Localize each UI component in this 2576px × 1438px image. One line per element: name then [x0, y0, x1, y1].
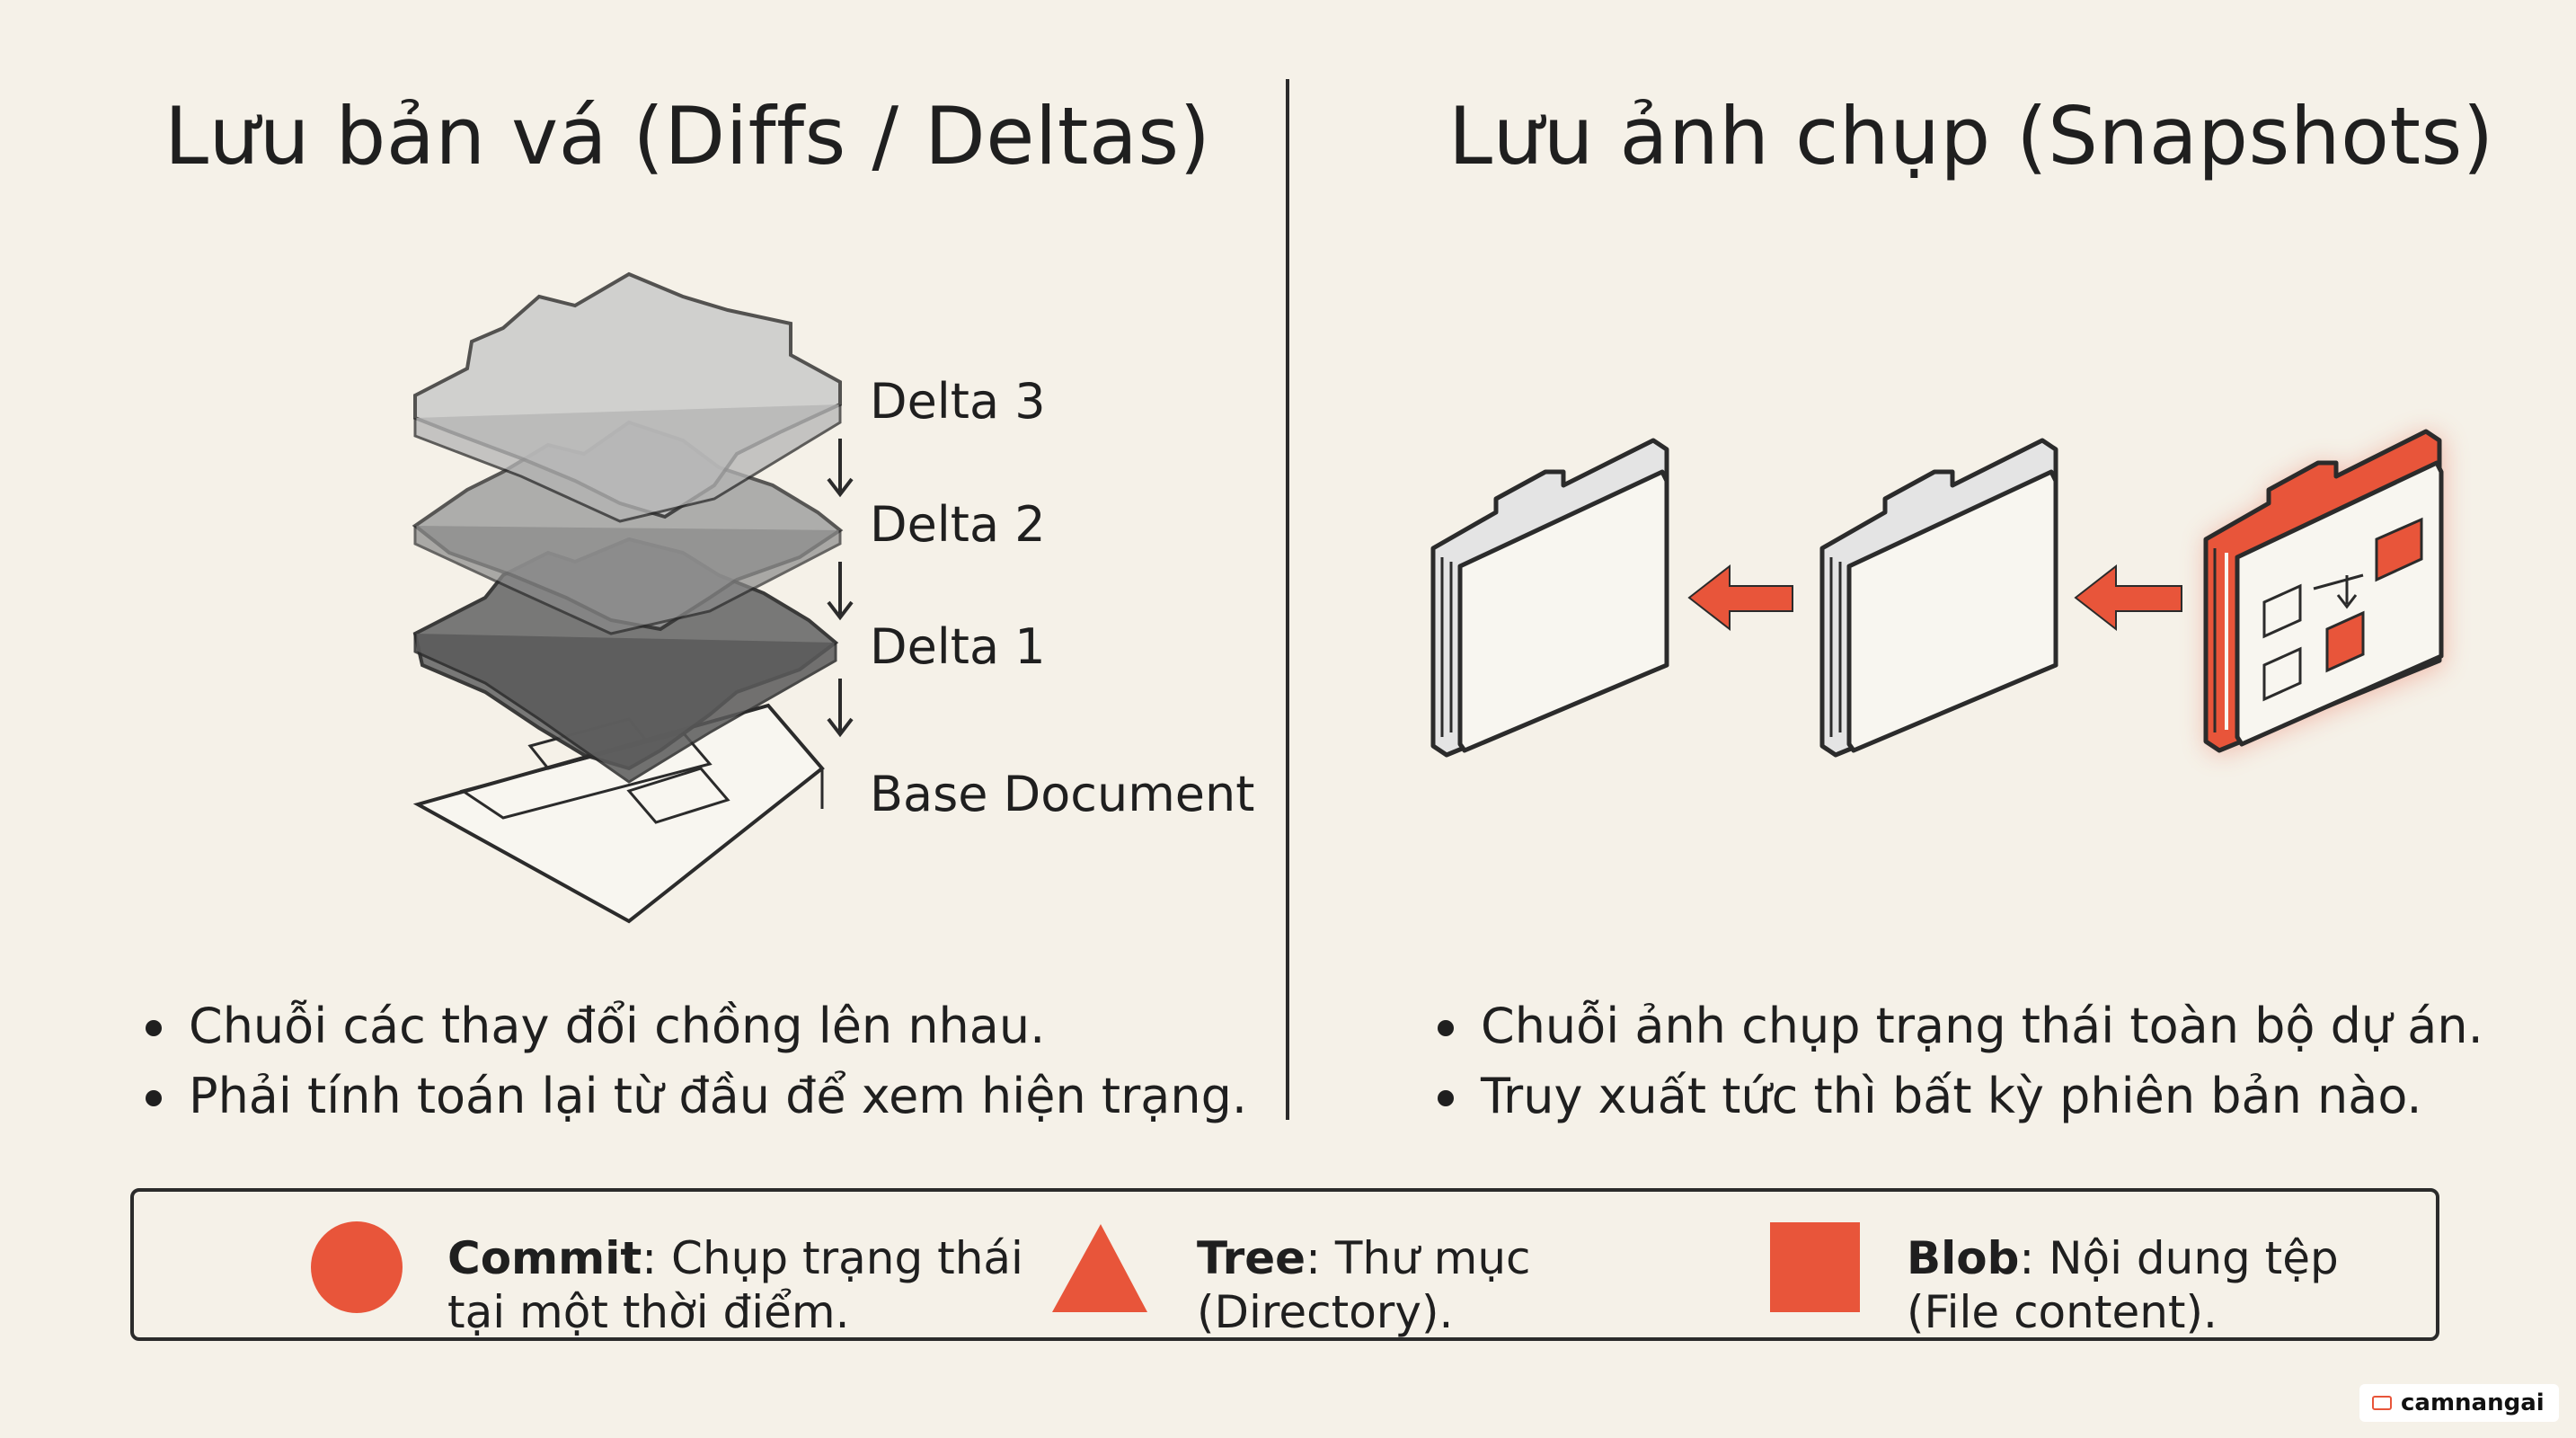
legend-term: Blob — [1907, 1232, 2020, 1284]
blob-square-icon — [1770, 1222, 1860, 1312]
legend-desc-line2: (File content). — [1907, 1286, 2217, 1338]
legend-sep: : — [642, 1232, 658, 1284]
legend-desc: Chụp trạng thái — [657, 1232, 1023, 1284]
snapshot-folder-2 — [1819, 438, 2058, 758]
center-divider — [1286, 79, 1289, 1120]
diffs-title: Lưu bản vá (Diffs / Deltas) — [164, 90, 1211, 182]
legend-term: Tree — [1197, 1232, 1306, 1284]
tree-triangle-icon — [1052, 1224, 1147, 1312]
watermark-text: camnangai — [2401, 1389, 2545, 1416]
legend-desc: Thư mục — [1320, 1232, 1531, 1284]
diffs-bullet: Phải tính toán lại từ đầu để xem hiện tr… — [142, 1061, 1247, 1132]
diffs-bullet: Chuỗi các thay đổi chồng lên nhau. — [142, 991, 1247, 1061]
diffs-bullet-list: Chuỗi các thay đổi chồng lên nhau. Phải … — [142, 991, 1247, 1132]
commit-circle-icon — [311, 1221, 403, 1313]
snapshot-folder-current — [2203, 429, 2444, 755]
legend-desc: Nội dung tệp — [2034, 1232, 2339, 1284]
layer-label-base-document: Base Document — [870, 766, 1255, 822]
layer-arrows — [827, 439, 854, 738]
legend-sep: : — [2019, 1232, 2035, 1284]
snapshots-bullet-list: Chuỗi ảnh chụp trạng thái toàn bộ dự án.… — [1434, 991, 2483, 1132]
snapshots-bullet: Chuỗi ảnh chụp trạng thái toàn bộ dự án. — [1434, 991, 2483, 1061]
arrow-left-1 — [1687, 564, 1793, 632]
delta-3-layer — [413, 271, 842, 523]
legend-desc-line2: tại một thời điểm. — [447, 1286, 850, 1338]
layer-label-delta-1: Delta 1 — [870, 618, 1046, 675]
snapshots-bullet: Truy xuất tức thì bất kỳ phiên bản nào. — [1434, 1061, 2483, 1132]
watermark-badge: camnangai — [2359, 1384, 2559, 1422]
legend-blob: Blob: Nội dung tệp (File content). — [1907, 1231, 2339, 1339]
snapshots-title: Lưu ảnh chụp (Snapshots) — [1448, 90, 2494, 182]
legend-desc-line2: (Directory). — [1197, 1286, 1454, 1338]
legend-sep: : — [1306, 1232, 1321, 1284]
snapshot-folder-1 — [1430, 438, 1669, 758]
arrow-left-2 — [2074, 564, 2182, 632]
legend-box — [130, 1188, 2439, 1341]
legend-term: Commit — [447, 1232, 642, 1284]
legend-tree: Tree: Thư mục (Directory). — [1197, 1231, 1531, 1339]
layer-label-delta-3: Delta 3 — [870, 373, 1046, 430]
book-icon — [2372, 1396, 2392, 1410]
legend-commit: Commit: Chụp trạng thái tại một thời điể… — [447, 1231, 1023, 1339]
layer-label-delta-2: Delta 2 — [870, 496, 1046, 553]
